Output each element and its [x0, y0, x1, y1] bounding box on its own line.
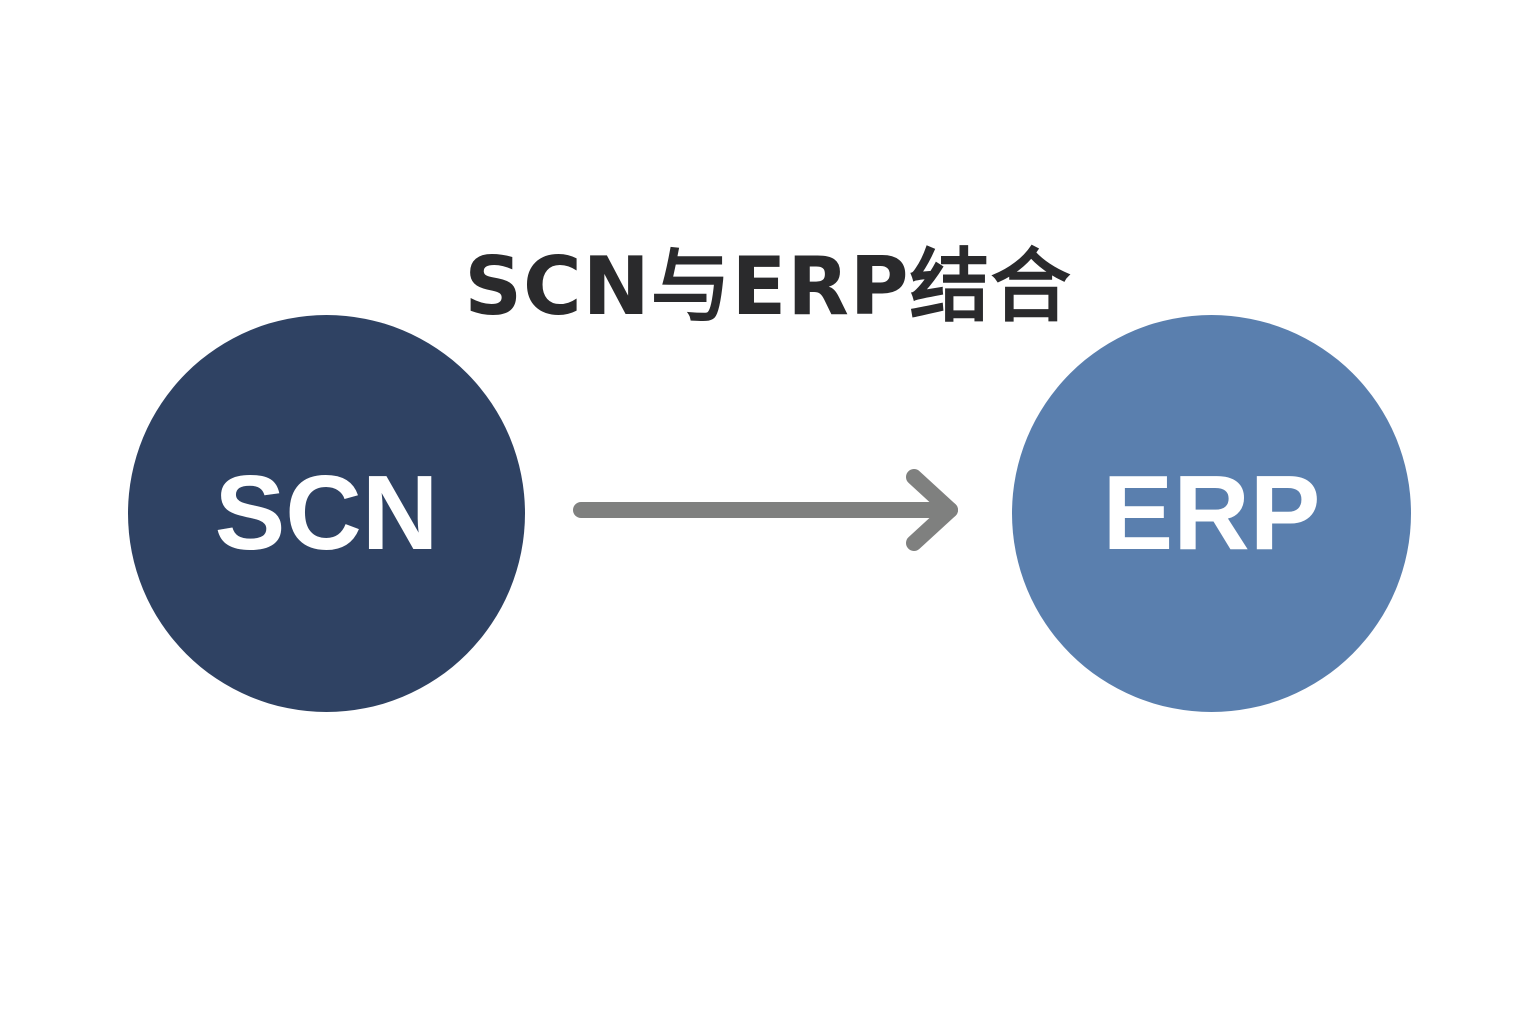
scn-node-label: SCN [214, 454, 439, 572]
scn-node: SCN [128, 315, 525, 712]
arrow-head [906, 469, 958, 551]
diagram-title: SCN与ERP结合 [464, 240, 1072, 333]
erp-node-label: ERP [1102, 454, 1321, 572]
erp-node: ERP [1012, 315, 1411, 712]
arrow-right-icon [573, 469, 958, 551]
